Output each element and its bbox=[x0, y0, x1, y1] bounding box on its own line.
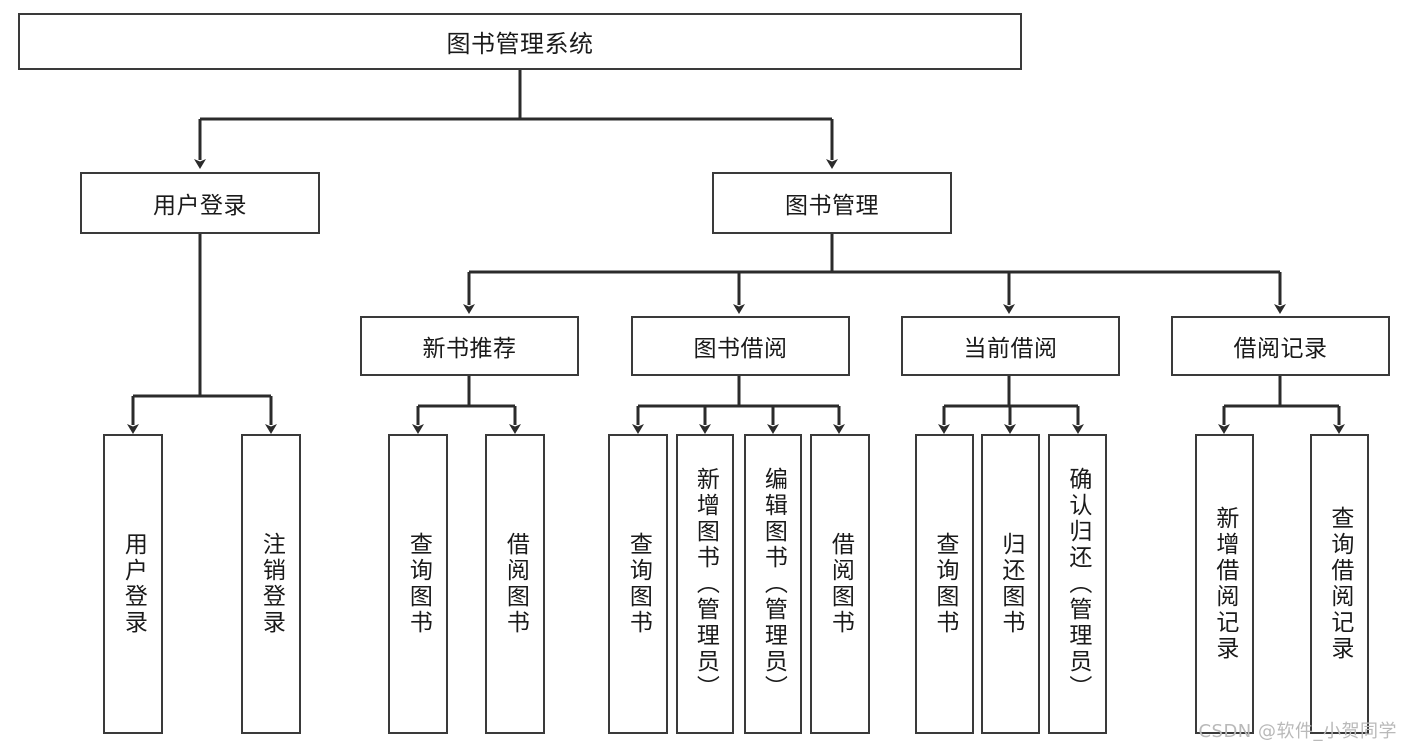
leaf-borrow-book-2-label: 借阅图书 bbox=[827, 532, 854, 636]
leaf-logout[interactable]: 注销登录 bbox=[241, 434, 301, 734]
watermark-text: CSDN @软件_小贺同学 bbox=[1198, 721, 1397, 742]
leaf-query-book-3-label: 查询图书 bbox=[931, 532, 958, 636]
leaf-add-book[interactable]: 新增图书（管理员） bbox=[676, 434, 734, 734]
leaf-user-login-label: 用户登录 bbox=[120, 532, 147, 636]
leaf-return-book-label: 归还图书 bbox=[997, 532, 1024, 636]
leaf-borrow-book-2[interactable]: 借阅图书 bbox=[810, 434, 870, 734]
leaf-return-book[interactable]: 归还图书 bbox=[981, 434, 1040, 734]
node-root[interactable]: 图书管理系统 bbox=[18, 13, 1022, 70]
node-book-borrow[interactable]: 图书借阅 bbox=[631, 316, 850, 376]
leaf-logout-label: 注销登录 bbox=[258, 532, 285, 636]
leaf-edit-book-label: 编辑图书（管理员） bbox=[760, 467, 787, 701]
node-user-login-label: 用户登录 bbox=[153, 193, 247, 219]
node-current-borrow[interactable]: 当前借阅 bbox=[901, 316, 1120, 376]
node-borrow-record[interactable]: 借阅记录 bbox=[1171, 316, 1390, 376]
node-new-book-recommend-label: 新书推荐 bbox=[422, 336, 517, 362]
leaf-borrow-book-1-label: 借阅图书 bbox=[502, 532, 529, 636]
node-current-borrow-label: 当前借阅 bbox=[963, 336, 1058, 362]
leaf-query-book-2-label: 查询图书 bbox=[625, 532, 652, 636]
leaf-query-record[interactable]: 查询借阅记录 bbox=[1310, 434, 1369, 734]
node-book-borrow-label: 图书借阅 bbox=[693, 336, 788, 362]
node-book-management-label: 图书管理 bbox=[785, 193, 879, 219]
leaf-user-login[interactable]: 用户登录 bbox=[103, 434, 163, 734]
leaf-query-book-2[interactable]: 查询图书 bbox=[608, 434, 668, 734]
leaf-borrow-book-1[interactable]: 借阅图书 bbox=[485, 434, 545, 734]
leaf-add-book-label: 新增图书（管理员） bbox=[692, 467, 719, 701]
leaf-query-book-1[interactable]: 查询图书 bbox=[388, 434, 448, 734]
leaf-query-book-3[interactable]: 查询图书 bbox=[915, 434, 974, 734]
node-root-label: 图书管理系统 bbox=[446, 30, 594, 58]
node-book-management[interactable]: 图书管理 bbox=[712, 172, 952, 234]
leaf-confirm-return[interactable]: 确认归还（管理员） bbox=[1048, 434, 1107, 734]
leaf-add-record[interactable]: 新增借阅记录 bbox=[1195, 434, 1254, 734]
leaf-confirm-return-label: 确认归还（管理员） bbox=[1064, 467, 1091, 701]
leaf-query-record-label: 查询借阅记录 bbox=[1326, 506, 1353, 662]
node-new-book-recommend[interactable]: 新书推荐 bbox=[360, 316, 579, 376]
leaf-query-book-1-label: 查询图书 bbox=[405, 532, 432, 636]
leaf-add-record-label: 新增借阅记录 bbox=[1211, 506, 1238, 662]
node-user-login[interactable]: 用户登录 bbox=[80, 172, 320, 234]
leaf-edit-book[interactable]: 编辑图书（管理员） bbox=[744, 434, 802, 734]
node-borrow-record-label: 借阅记录 bbox=[1233, 336, 1328, 362]
